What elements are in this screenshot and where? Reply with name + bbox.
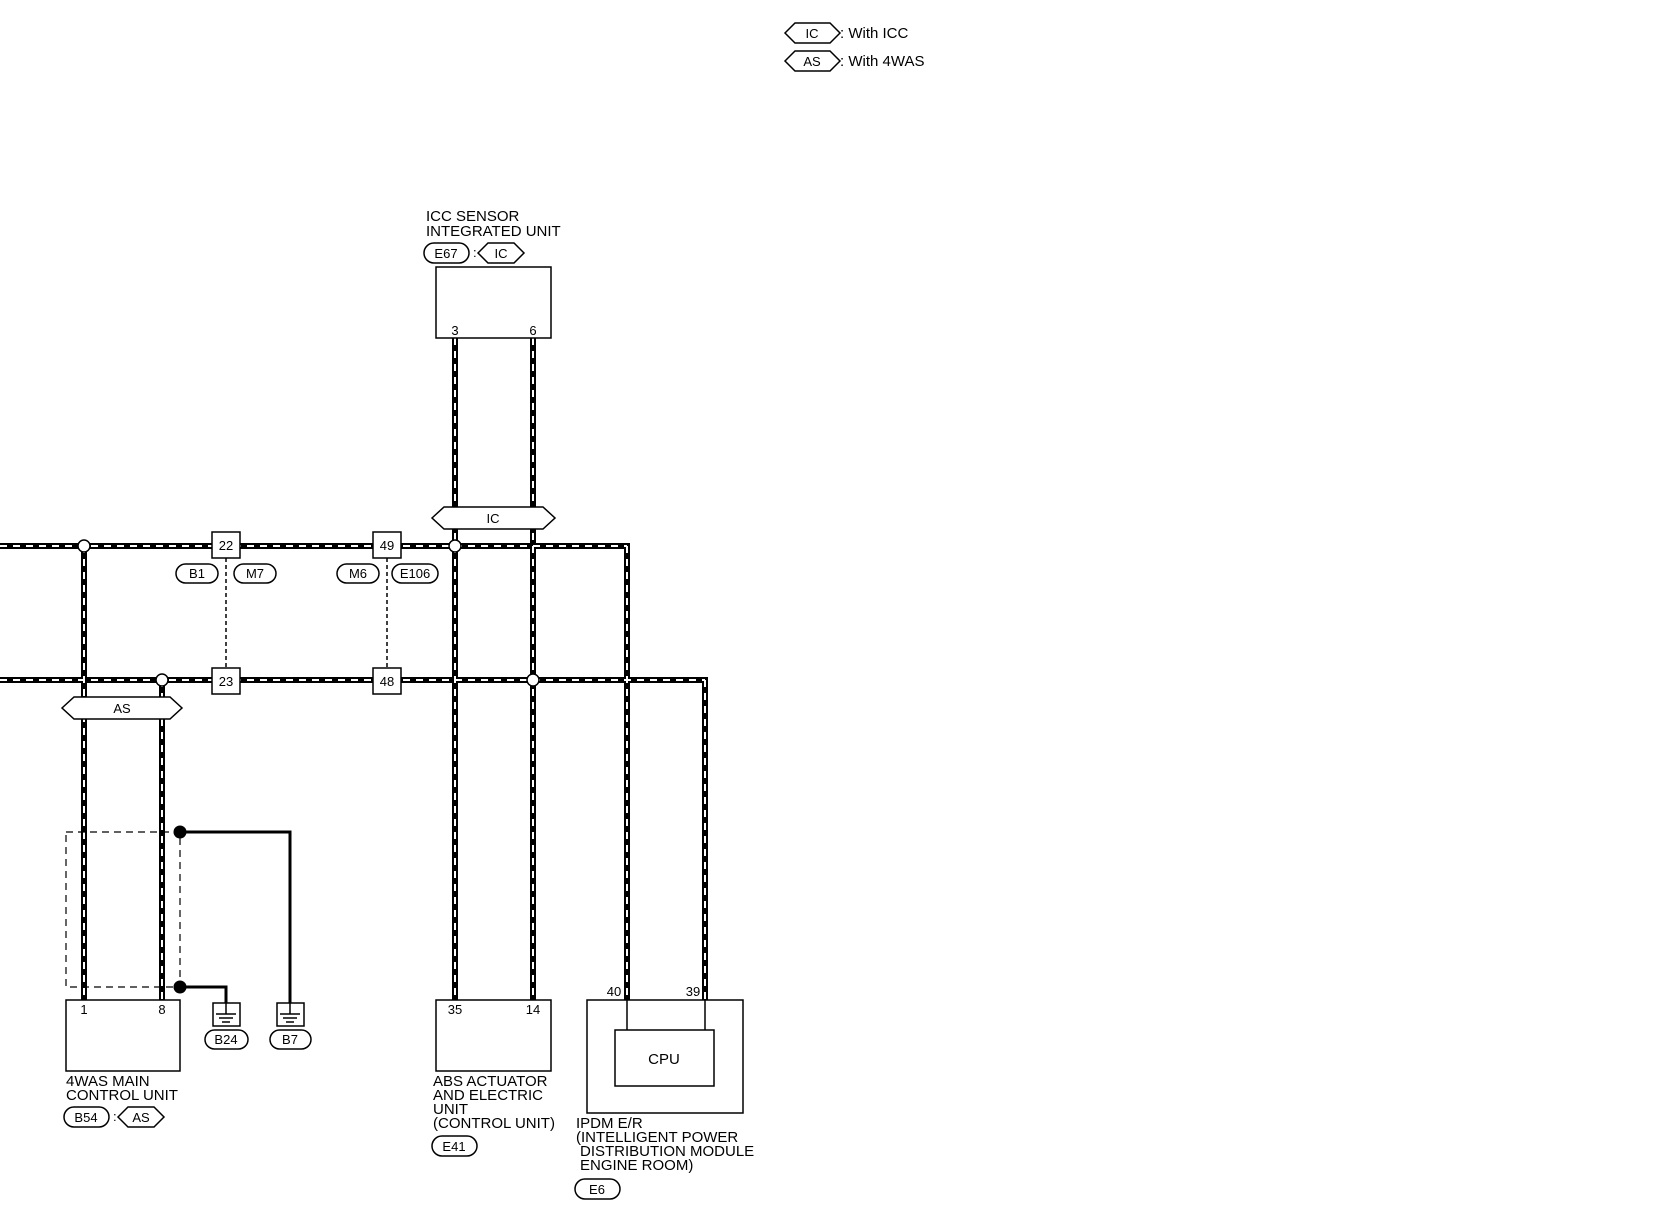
fourwas-unit-pin-left: 1 [80,1002,87,1017]
ground-b7: B7 [269,1002,312,1050]
splice-point [155,673,169,687]
ipdm-unit-pin-right: 39 [686,984,700,999]
icc-sensor-unit: ICC SENSOR INTEGRATED UNIT E67 : IC 3 6 [423,208,561,339]
fourwas-unit-separator: : [113,1109,117,1124]
ipdm-unit-connector: E6 [589,1182,605,1197]
legend-item-as: AS : With 4WAS [783,50,924,72]
fourwas-unit-option: AS [132,1110,150,1125]
joint-connector-1: 22 23 B1 M7 [175,531,277,695]
joint-connector-2: 49 48 M6 E106 [336,531,439,695]
joint1-top-pin: 22 [219,538,233,553]
ipdm-cpu-label: CPU [648,1051,680,1068]
as-branch-tag-text: AS [113,701,131,716]
ic-branch-tag: IC [430,506,557,530]
icc-unit-pin-right: 6 [529,323,536,338]
legend: IC : With ICC AS : With 4WAS [783,22,924,72]
icc-unit-separator: : [473,245,477,260]
ipdm-unit-name-line4: ENGINE ROOM) [580,1157,693,1174]
splice-point [77,539,91,553]
abs-unit-name-line1: ABS ACTUATOR [433,1073,548,1090]
ipdm-unit-name-line2: (INTELLIGENT POWER [576,1129,738,1146]
ipdm-unit-pin-left: 40 [607,984,621,999]
ipdm-unit-name-line1: IPDM E/R [576,1115,643,1132]
legend-text-as: : With 4WAS [840,53,924,70]
ipdm-unit-name-line3: DISTRIBUTION MODULE [580,1143,754,1160]
ground-b24: B24 [204,1002,249,1050]
icc-unit-name-line2: INTEGRATED UNIT [426,223,561,240]
abs-unit-name-line2: AND ELECTRIC [433,1087,543,1104]
joint1-conn-left: B1 [189,566,205,581]
abs-actuator-unit: 35 14 ABS ACTUATOR AND ELECTRIC UNIT (CO… [431,999,555,1157]
ipdm-cpu-box [614,1029,715,1087]
wires [0,338,708,1000]
ic-branch-tag-text: IC [487,511,500,526]
fourwas-unit-pin-right: 8 [158,1002,165,1017]
icc-unit-pin-left: 3 [451,323,458,338]
abs-unit-pin-right: 14 [526,1002,540,1017]
legend-code-as: AS [803,54,821,69]
joint2-bottom-pin: 48 [380,674,394,689]
ipdm-unit: 40 39 CPU IPDM E/R (INTELLIGENT POWER DI… [574,984,754,1200]
icc-unit-connector: E67 [434,246,457,261]
joint2-conn-left: M6 [349,566,367,581]
joint2-conn-right: E106 [400,566,430,581]
splice-point [448,539,462,553]
abs-unit-name-line3: UNIT [433,1101,468,1118]
icc-unit-name-line1: ICC SENSOR [426,208,520,225]
splices [77,539,540,687]
joint2-top-pin: 49 [380,538,394,553]
abs-unit-pin-left: 35 [448,1002,462,1017]
ground-b7-code: B7 [282,1032,298,1047]
legend-text-ic: : With ICC [840,25,909,42]
fourwas-unit-connector: B54 [74,1110,97,1125]
abs-unit-connector: E41 [442,1139,465,1154]
shield-junction [173,980,187,994]
abs-unit-name-line4: (CONTROL UNIT) [433,1115,555,1132]
shield-box [65,831,181,988]
legend-code-ic: IC [806,26,819,41]
abs-unit-box [435,999,552,1072]
shield-junction [173,825,187,839]
fourwas-main-control-unit: 1 8 4WAS MAIN CONTROL UNIT B54 : AS [63,999,181,1128]
as-branch-tag: AS [60,696,184,720]
fourwas-unit-name-line2: CONTROL UNIT [66,1087,178,1104]
fourwas-unit-name-line1: 4WAS MAIN [66,1073,150,1090]
splice-point [526,673,540,687]
shield-ground-wiring [65,825,292,1003]
icc-unit-option: IC [495,246,508,261]
legend-item-ic: IC : With ICC [783,22,909,44]
joint1-bottom-pin: 23 [219,674,233,689]
fourwas-unit-box [65,999,181,1072]
joint1-conn-right: M7 [246,566,264,581]
ground-b24-code: B24 [214,1032,237,1047]
icc-unit-box [435,266,552,339]
